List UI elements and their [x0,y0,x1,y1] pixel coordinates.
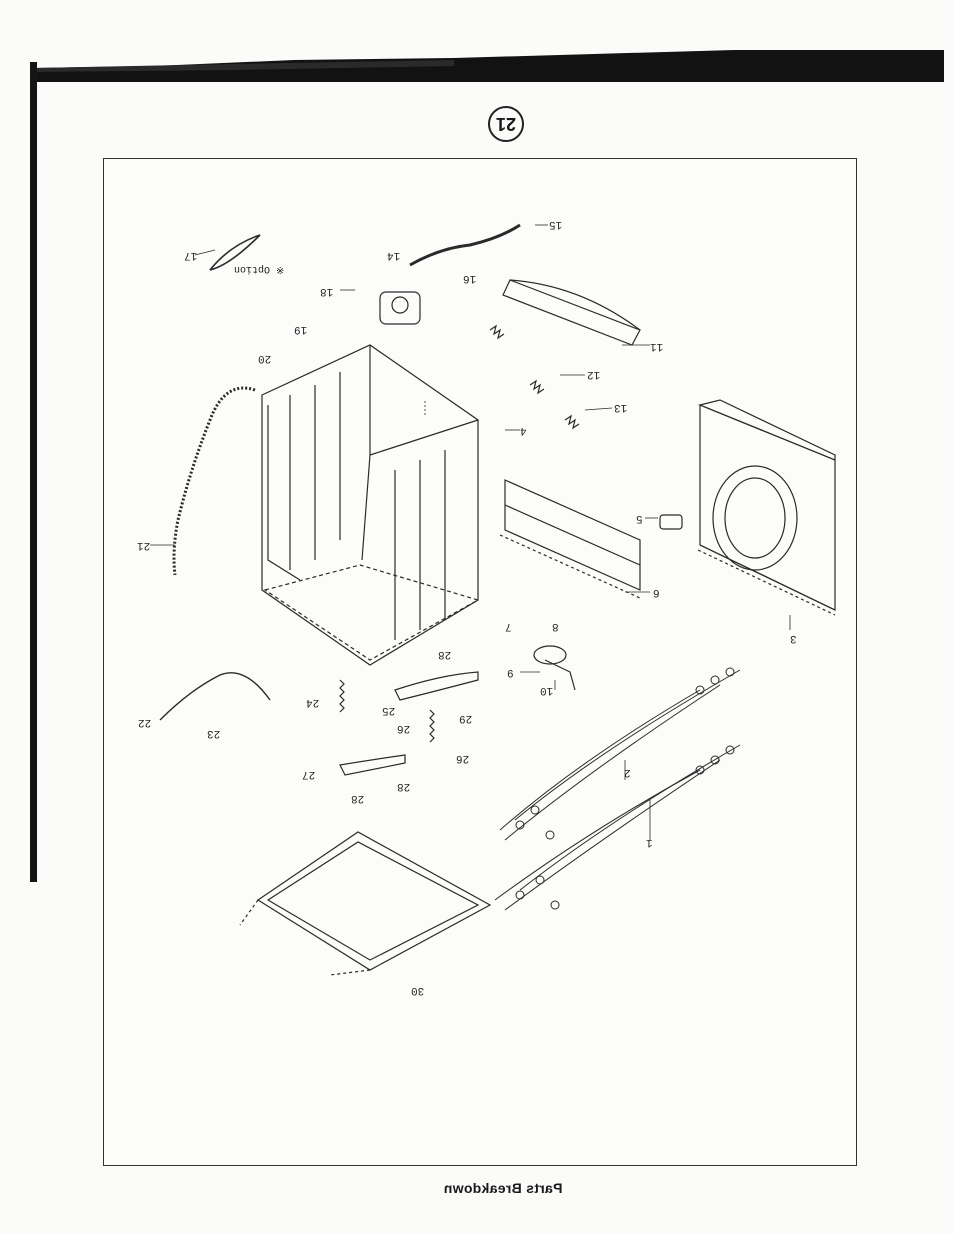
inlet-hose-part [409,223,521,267]
callout-6: 6 [653,586,660,598]
diagram-frame [103,158,857,1166]
callout-16: 16 [463,272,477,284]
damper-arm-part [394,671,479,701]
power-cord-part [209,234,261,271]
callout-4: 4 [520,424,527,436]
callout-1: 1 [646,836,653,848]
top-border-bar [34,50,944,82]
spring-part [489,324,505,340]
callout-5: 5 [636,512,643,524]
water-valve-part [379,291,421,325]
callout-28b: 28 [397,780,411,792]
spring-part [429,709,435,743]
callout-3: 3 [790,632,797,644]
callout-28c: 28 [351,792,365,804]
callout-30: 30 [411,984,425,996]
callout-24: 24 [306,696,320,708]
callout-7: 7 [505,620,512,632]
cabinet-part [261,344,480,666]
spring-part [339,679,345,713]
callout-12: 12 [587,368,601,380]
callout-25: 25 [382,704,396,716]
drain-hose-part [172,386,256,576]
left-border-rule [30,62,37,882]
callout-28: 28 [438,648,452,660]
callout-29: 29 [459,712,473,724]
callout-11: 11 [650,340,664,352]
callout-26: 26 [397,722,411,734]
callout-21: 21 [137,539,151,551]
option-note: ※ Option [234,263,285,274]
callout-15: 15 [549,218,563,230]
callout-19: 19 [294,323,308,335]
callout-8: 8 [552,620,559,632]
main-wire-harness [494,667,741,911]
damper-arm-part [339,754,406,776]
callout-13: 13 [614,401,628,413]
base-frame-part [499,479,641,599]
wire-harness-part [159,672,271,721]
pump-part [533,645,576,691]
callout-18: 18 [320,285,334,297]
callout-30b: 26 [456,752,470,764]
callout-22: 22 [138,716,152,728]
spring-part [564,414,580,430]
callout-9: 9 [507,666,514,678]
callout-27: 27 [302,768,316,780]
top-panel-strip [502,279,641,346]
callout-23: 23 [207,727,221,739]
callout-20: 20 [258,352,272,364]
callout-14: 14 [387,249,401,261]
callout-2: 2 [624,766,631,778]
callout-10: 10 [540,684,554,696]
bottom-plate-part [239,831,492,976]
door-lock-part [659,514,683,530]
callout-17: 17 [184,249,198,261]
diagram-caption: Parts Breakdown [443,1180,563,1196]
front-panel-part [697,399,836,616]
spring-part [529,379,545,395]
